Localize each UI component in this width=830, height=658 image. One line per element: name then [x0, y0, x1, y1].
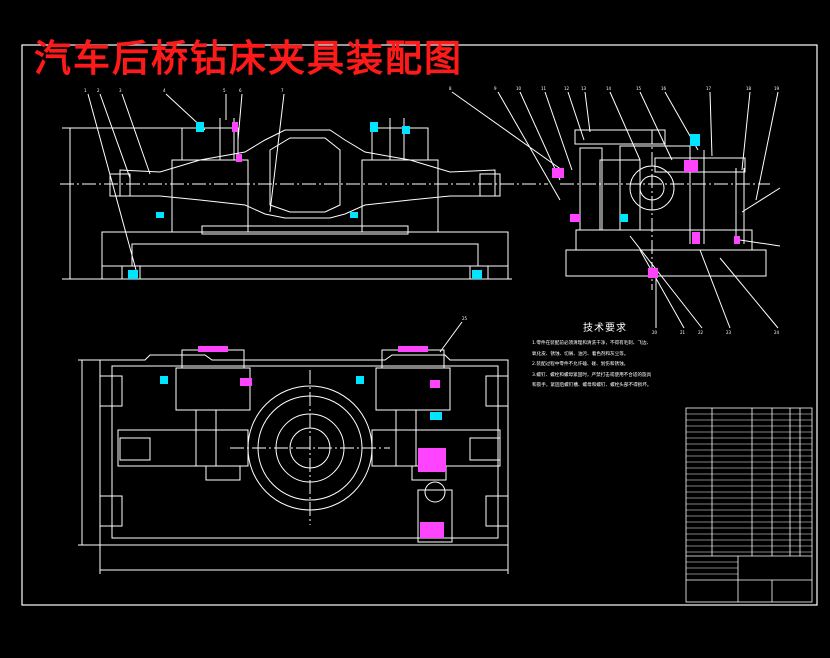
svg-text:15: 15 — [636, 86, 642, 91]
drawing-frame-icon — [21, 44, 818, 606]
svg-text:5: 5 — [223, 88, 226, 93]
svg-text:21: 21 — [680, 330, 686, 335]
svg-text:1: 1 — [84, 88, 87, 93]
tech-requirement-item: 2.装配过程中零件不允许磕、碰、划伤和锈蚀。 — [532, 362, 629, 367]
svg-text:18: 18 — [746, 86, 752, 91]
svg-text:2: 2 — [97, 88, 100, 93]
side-view-highlights — [552, 134, 740, 278]
svg-text:9: 9 — [494, 86, 497, 91]
svg-text:17: 17 — [706, 86, 712, 91]
tech-requirement-item: 1.零件在装配前必须清理和清洗干净，不得有毛刺、飞边、 — [532, 341, 652, 346]
tech-requirement-item: 氧化皮、锈蚀、切屑、油污、着色剂和灰尘等。 — [532, 351, 629, 357]
svg-text:24: 24 — [774, 330, 780, 335]
svg-text:20: 20 — [652, 330, 658, 335]
svg-text:10: 10 — [516, 86, 522, 91]
svg-text:22: 22 — [698, 330, 704, 335]
svg-text:11: 11 — [541, 86, 547, 91]
svg-text:16: 16 — [661, 86, 667, 91]
svg-text:4: 4 — [163, 88, 166, 93]
svg-text:13: 13 — [581, 86, 587, 91]
drawing-title: 汽车后桥钻床夹具装配图 — [34, 36, 463, 80]
svg-text:25: 25 — [462, 316, 468, 321]
front-view: 1 2 3 4 5 6 7 — [60, 88, 548, 280]
front-view-highlights — [128, 122, 482, 279]
tech-requirement-item: 和扳手，紧固后螺钉槽、螺母和螺钉、螺栓头部不得损坏。 — [532, 383, 652, 388]
svg-text:7: 7 — [281, 88, 284, 93]
svg-text:12: 12 — [564, 86, 570, 91]
svg-text:6: 6 — [239, 88, 242, 93]
top-view: 25 — [78, 316, 509, 574]
tech-requirements-title: 技术要求 — [583, 323, 627, 334]
side-view: 8 9 10 11 12 13 14 15 16 17 18 19 20 21 22 23 24 — [449, 86, 781, 335]
top-view-highlights — [160, 346, 446, 538]
svg-text:23: 23 — [726, 330, 732, 335]
title-block-rows — [686, 413, 812, 575]
svg-text:3: 3 — [119, 88, 122, 93]
svg-text:19: 19 — [774, 86, 780, 91]
svg-text:8: 8 — [449, 86, 452, 91]
svg-text:14: 14 — [606, 86, 612, 91]
tech-requirements-list: 1.零件在装配前必须清理和清洗干净，不得有毛刺、飞边、 氧化皮、锈蚀、切屑、油污… — [532, 339, 682, 392]
tech-requirement-item: 3.螺钉、螺栓和螺母紧固时，严禁打击或使用不合适的旋具 — [532, 372, 652, 378]
title-block-grid-icon — [685, 407, 813, 603]
